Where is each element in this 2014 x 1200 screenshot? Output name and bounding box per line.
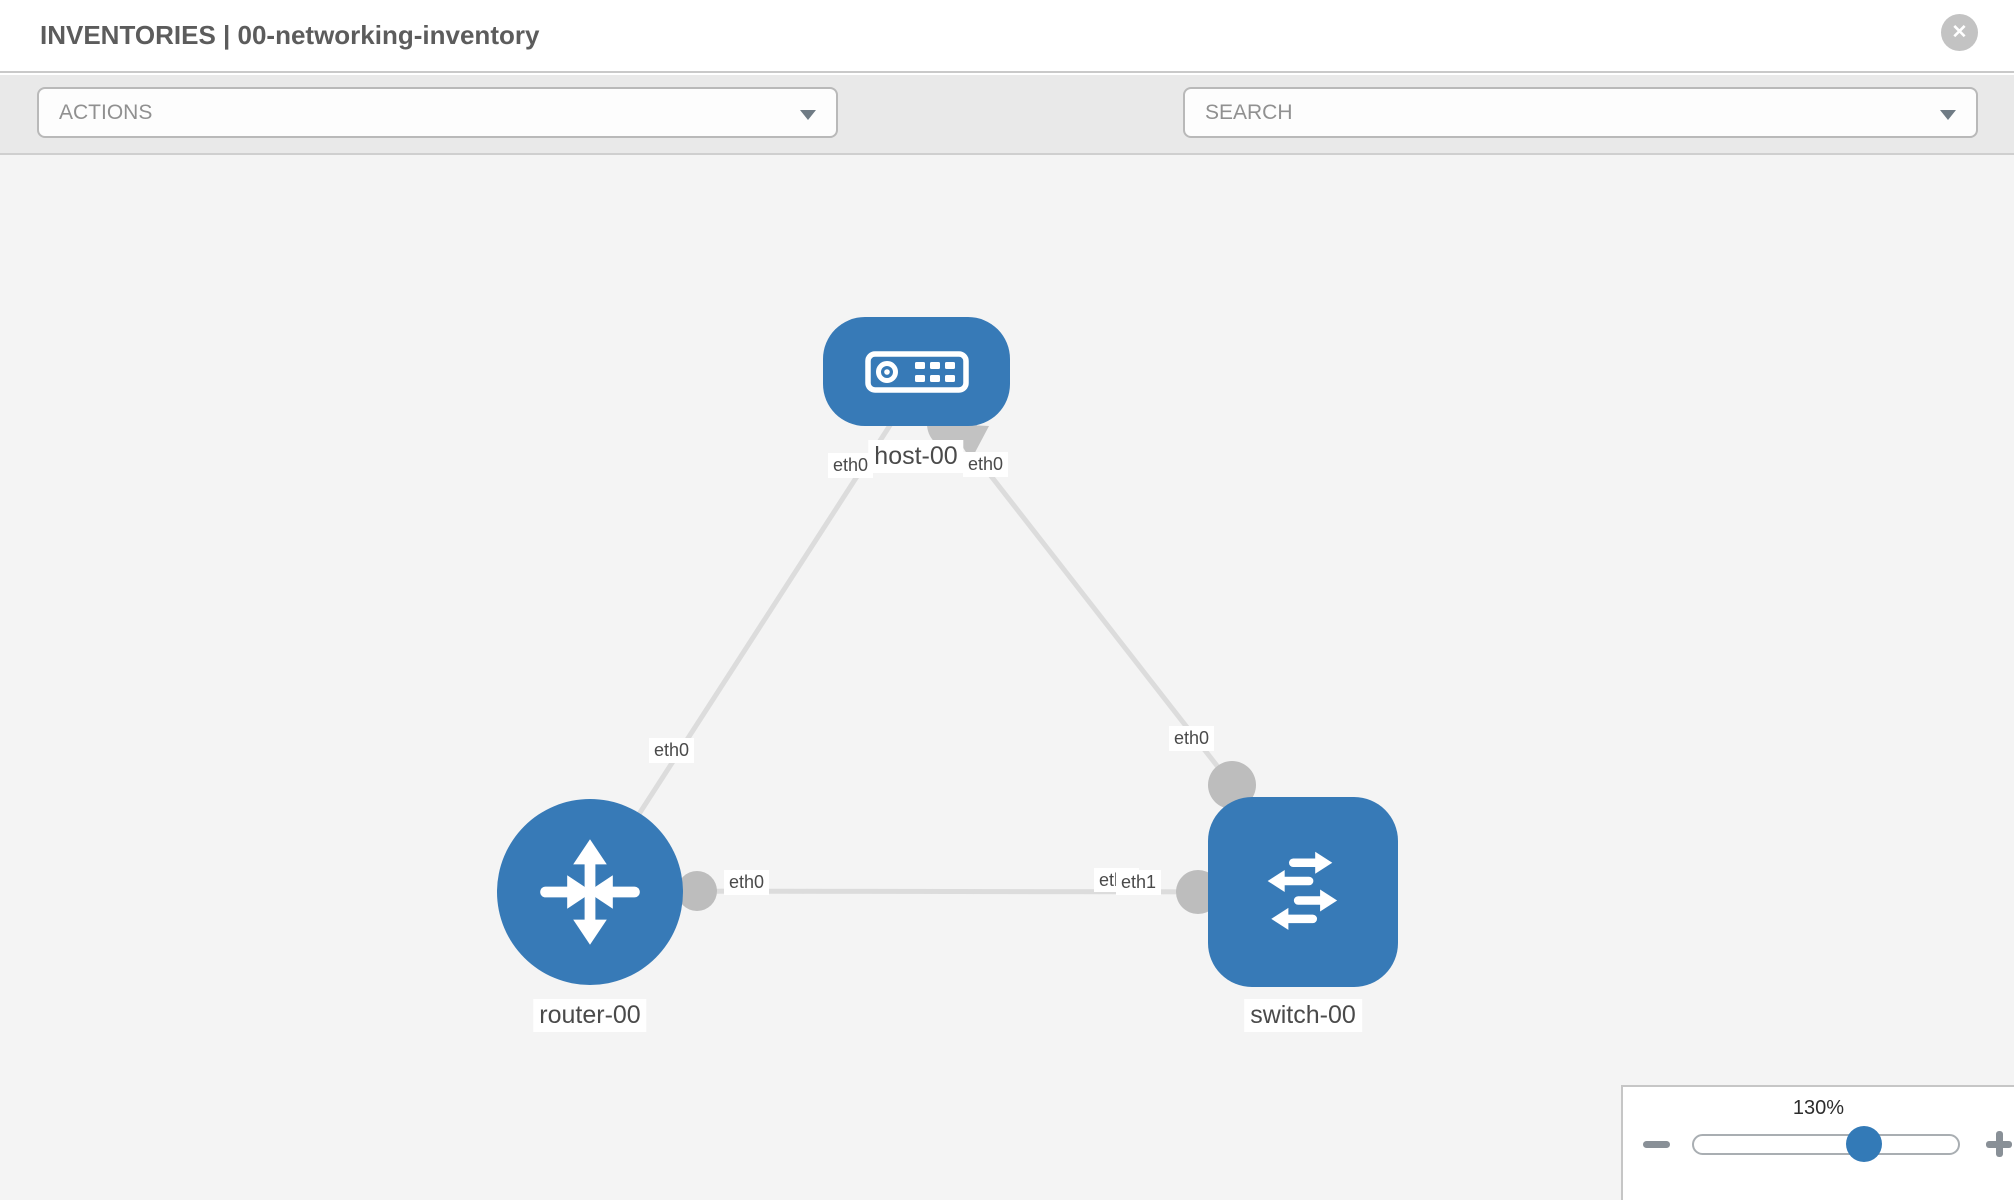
actions-dropdown[interactable]: ACTIONS [37,87,838,138]
interface-label-link-host-switch: eth0 [1169,726,1215,751]
chevron-down-icon [800,110,816,120]
node-label-router: router-00 [533,999,647,1032]
node-host-00[interactable] [823,317,1010,426]
interface-label-link-host-router: eth0 [649,738,695,763]
zoom-slider-track[interactable] [1692,1134,1960,1155]
zoom-control-panel: 130% [1621,1085,2014,1200]
node-label-switch: switch-00 [1244,999,1362,1032]
plus-icon[interactable] [1985,1130,2013,1158]
header-bar: INVENTORIES | 00-networking-inventory ✕ [0,0,2014,73]
node-router-00[interactable] [497,799,683,985]
interface-label-host-eth0-right: eth0 [963,452,1009,477]
close-icon[interactable]: ✕ [1941,14,1978,51]
node-label-host: host-00 [868,440,964,473]
toolbar: ACTIONS SEARCH [0,75,2014,206]
search-dropdown[interactable]: SEARCH [1183,87,1978,138]
interface-label-router-eth0: eth0 [724,870,770,895]
node-switch-00[interactable] [1208,797,1398,987]
router-icon [540,839,640,945]
chevron-down-icon [1940,110,1956,120]
search-dropdown-label: SEARCH [1205,100,1293,124]
page-title: INVENTORIES | 00-networking-inventory [40,20,540,50]
zoom-slider-handle[interactable] [1846,1126,1882,1162]
minus-icon[interactable] [1643,1141,1670,1148]
interface-label-switch-eth1: eth1 [1116,870,1162,895]
host-icon [864,350,969,393]
topology-canvas[interactable] [0,155,2014,1200]
actions-dropdown-label: ACTIONS [59,100,153,124]
interface-label-switch-overlapping: eth0 eth1 [1094,868,1162,895]
zoom-level-value: 130% [1792,1097,1845,1119]
switch-icon [1267,851,1338,930]
interface-label-host-eth0-left: eth0 [828,453,874,478]
